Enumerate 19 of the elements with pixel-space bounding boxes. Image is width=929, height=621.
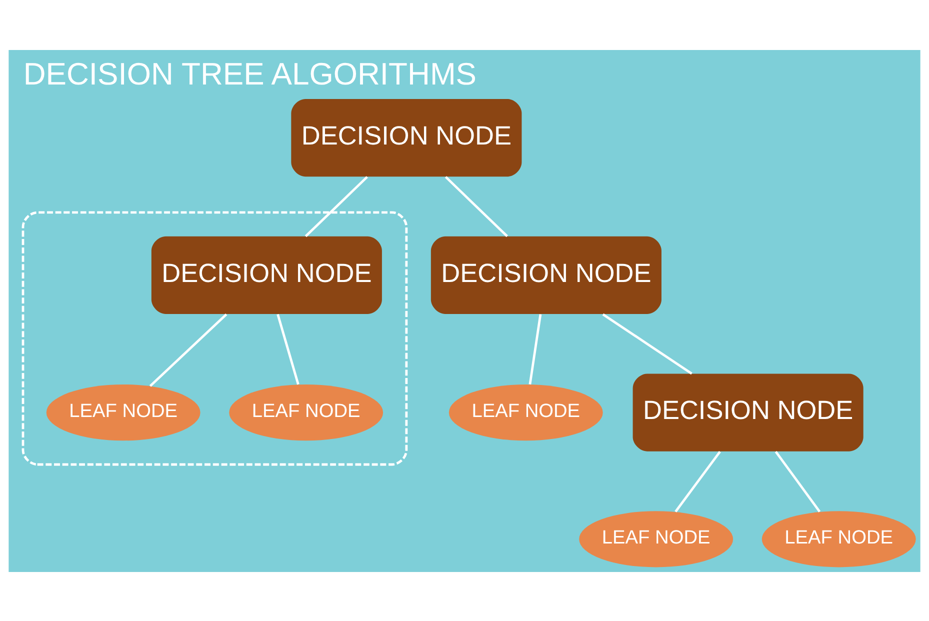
connector <box>276 313 300 384</box>
node-ellipse: LEAF NODE <box>46 384 200 440</box>
node-ellipse: LEAF NODE <box>229 384 384 440</box>
node-box: DECISION NODE <box>430 236 662 314</box>
connector <box>149 312 228 386</box>
connector <box>444 176 508 237</box>
connector <box>674 450 721 512</box>
node-ellipse: LEAF NODE <box>448 384 603 440</box>
connector <box>528 314 542 384</box>
cluster <box>22 210 408 466</box>
node-box: DECISION NODE <box>151 236 382 314</box>
node-box: DECISION NODE <box>632 373 864 451</box>
connector <box>774 450 821 512</box>
diagram-title: DECISION TREE ALGORITHMS <box>23 56 477 91</box>
node-ellipse: LEAF NODE <box>579 510 734 567</box>
connector <box>602 312 692 374</box>
node-box: DECISION NODE <box>291 98 522 176</box>
node-ellipse: LEAF NODE <box>762 510 916 567</box>
connector <box>304 176 368 237</box>
